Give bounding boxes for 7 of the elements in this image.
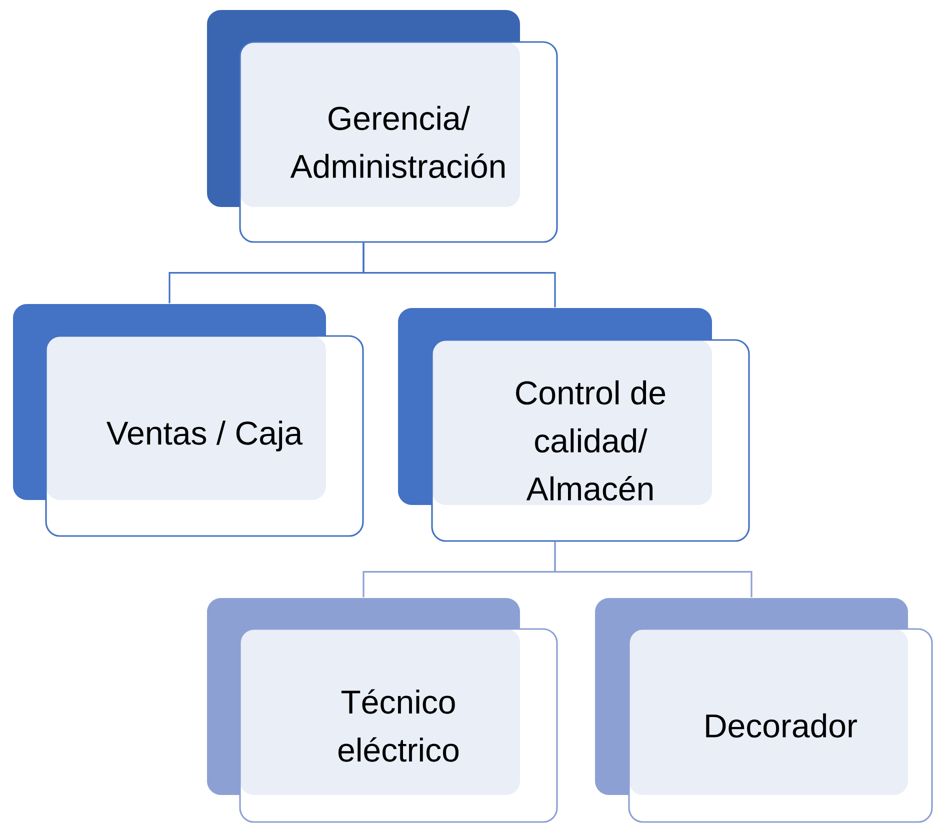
org-box: Técnico eléctrico (207, 598, 558, 823)
org-box: Gerencia/ Administración (207, 10, 558, 243)
org-box: Decorador (595, 598, 933, 823)
connector-line (554, 542, 752, 598)
connector-line (362, 242, 556, 308)
org-box: Control de calidad/ Almacén (398, 308, 750, 542)
org-box: Ventas / Caja (13, 304, 364, 537)
